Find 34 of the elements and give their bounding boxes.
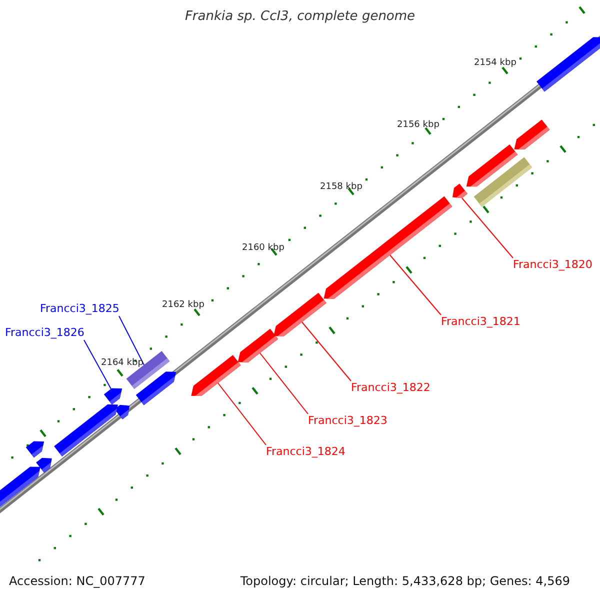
- gene-label: Francci3_1824: [266, 445, 346, 459]
- leader-line: [218, 382, 266, 446]
- gene-feature: [26, 441, 44, 458]
- gene-feature: [104, 388, 122, 405]
- gene-feature: [536, 37, 600, 92]
- leader-line: [390, 254, 442, 316]
- scale-label: 2160 kbp: [242, 243, 284, 253]
- gene-feature: [191, 355, 241, 396]
- leader-line: [302, 322, 352, 382]
- scale-label: 2164 kbp: [101, 358, 144, 368]
- gene-label: Francci3_1821: [441, 315, 520, 329]
- gene-label: Francci3_1825: [40, 302, 120, 316]
- leader-line: [118, 316, 144, 366]
- gene-feature: [452, 184, 468, 198]
- genome-info: Accession: NC_007777: [9, 574, 146, 588]
- gene-feature: [324, 196, 452, 299]
- gene-feature: [54, 404, 118, 457]
- gene-label: Francci3_1820: [513, 258, 592, 272]
- scale-label: 2154 kbp: [474, 58, 516, 68]
- gene-label: Francci3_1823: [308, 414, 388, 428]
- leader-line: [462, 198, 514, 258]
- gene-feature: [514, 120, 550, 150]
- gene-label: Francci3_1822: [351, 381, 430, 395]
- gene-feature: [136, 372, 176, 406]
- gene-feature: [274, 292, 326, 336]
- scale-label: 2156 kbp: [397, 120, 440, 130]
- gene-feature: [238, 328, 278, 362]
- gene-feature: [474, 157, 532, 207]
- map-title: Frankia sp. CcI3, complete genome: [184, 9, 416, 24]
- leader-line: [260, 352, 308, 414]
- leader-line: [84, 340, 112, 390]
- gene-label: Francci3_1826: [5, 326, 84, 340]
- scale-label: 2162 kbp: [162, 300, 204, 310]
- genome-info: Topology: circular; Length: 5,433,628 bp; Genes: 4,569: [240, 574, 570, 588]
